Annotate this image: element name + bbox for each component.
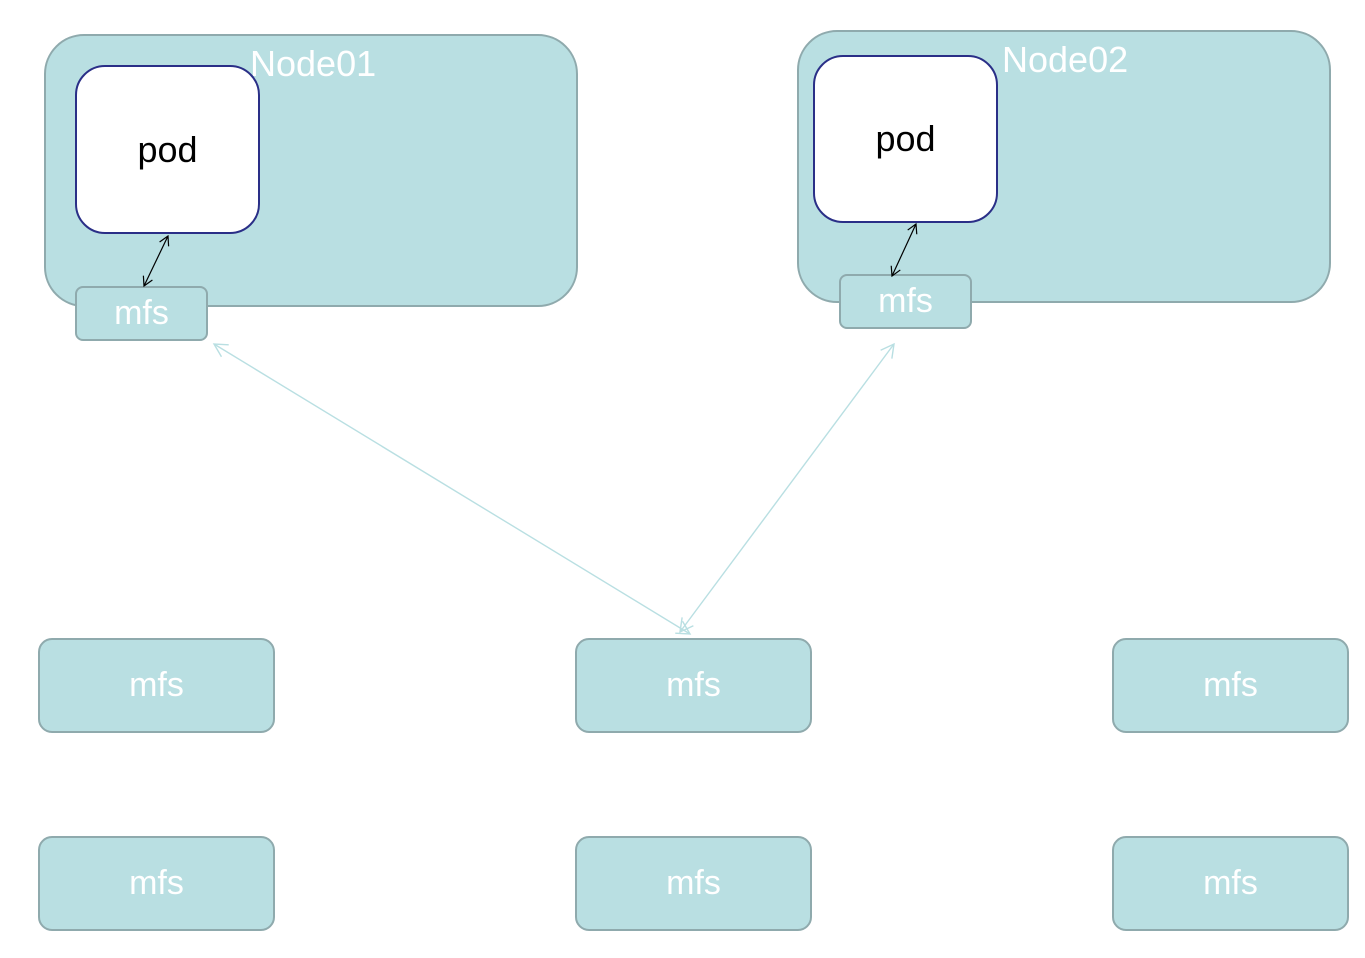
- node01-pod: pod: [75, 65, 260, 234]
- node02-pod: pod: [813, 55, 998, 223]
- mfs-server-label: mfs: [129, 864, 184, 902]
- node02-label: Node02: [1002, 39, 1129, 80]
- node01-mfs-label: mfs: [114, 294, 169, 332]
- mfs-server-r2c2: mfs: [575, 836, 812, 931]
- mfs-server-label: mfs: [666, 864, 721, 902]
- mfs-server-label: mfs: [129, 666, 184, 704]
- mfs-server-r2c3: mfs: [1112, 836, 1349, 931]
- mfs-server-label: mfs: [666, 666, 721, 704]
- node01-pod-label: pod: [137, 128, 198, 170]
- node01-label: Node01: [250, 43, 377, 84]
- node02-mfs-label: mfs: [878, 282, 933, 320]
- node02-pod-label: pod: [875, 118, 936, 159]
- mfs-server-r1c3: mfs: [1112, 638, 1349, 733]
- node01-mfs-to-cluster-arrow: [212, 343, 692, 635]
- node02-mfs-to-cluster-arrow: [679, 342, 895, 634]
- mfs-server-r1c1: mfs: [38, 638, 275, 733]
- mfs-server-label: mfs: [1203, 864, 1258, 902]
- mfs-server-r2c1: mfs: [38, 836, 275, 931]
- node02-mfs-client: mfs: [839, 274, 972, 329]
- mfs-server-label: mfs: [1203, 666, 1258, 704]
- node01-mfs-client: mfs: [75, 286, 208, 341]
- mfs-server-r1c2: mfs: [575, 638, 812, 733]
